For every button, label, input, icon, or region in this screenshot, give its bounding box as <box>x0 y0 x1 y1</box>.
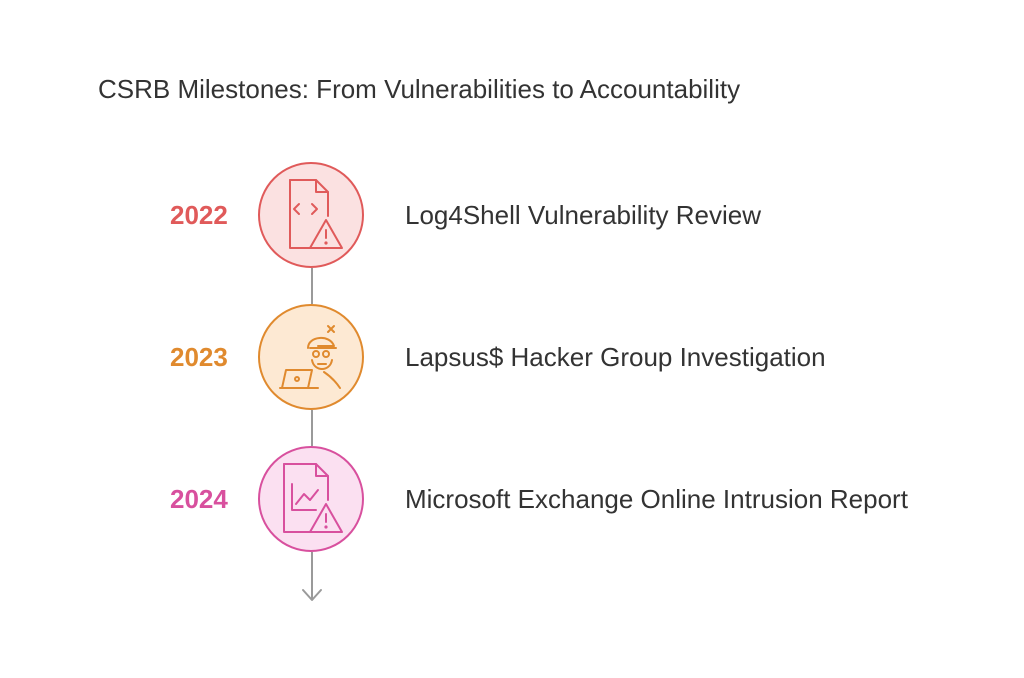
timeline-connector <box>311 410 313 446</box>
arrow-down-icon <box>302 589 322 601</box>
milestone-year: 2023 <box>170 342 228 372</box>
milestone-label: Microsoft Exchange Online Intrusion Repo… <box>405 484 908 514</box>
hacker-laptop-icon <box>279 325 341 389</box>
code-file-warning-icon <box>289 179 343 249</box>
milestone-year: 2024 <box>170 484 228 514</box>
milestone-node <box>258 162 364 268</box>
timeline-connector <box>311 268 313 304</box>
milestone-node <box>258 304 364 410</box>
diagram-title: CSRB Milestones: From Vulnerabilities to… <box>98 74 741 104</box>
milestone-label: Log4Shell Vulnerability Review <box>405 200 762 230</box>
milestone-node <box>258 446 364 552</box>
chart-file-warning-icon <box>283 463 343 533</box>
milestone-year: 2022 <box>170 200 228 230</box>
milestone-label: Lapsus$ Hacker Group Investigation <box>405 342 826 372</box>
timeline-connector <box>311 552 313 600</box>
